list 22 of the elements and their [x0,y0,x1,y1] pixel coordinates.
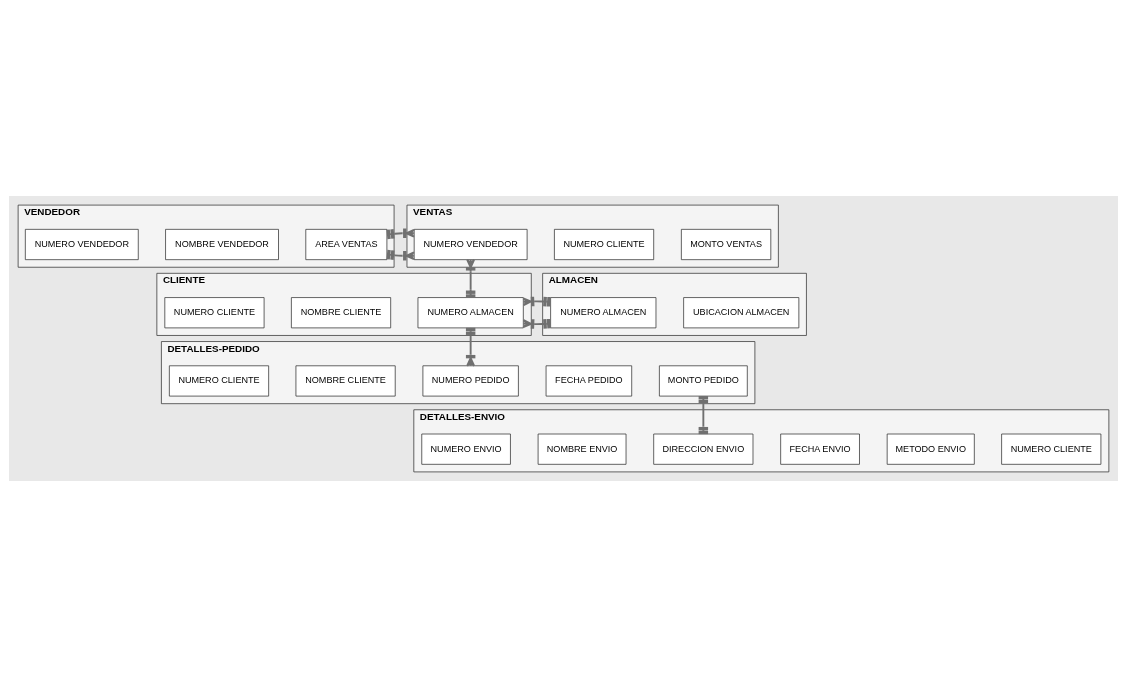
node-box: FECHA PEDIDO [545,364,633,396]
node-box: MONTO PEDIDO [659,364,748,396]
node-box: NUMERO CLIENTE [168,364,270,396]
node-box: AREA VENTAS [305,228,388,260]
node-box: NUMERO ENVIO [421,433,511,465]
node-box: NOMBRE ENVIO [537,433,627,465]
node-box: NOMBRE CLIENTE [295,364,396,396]
node-box: NUMERO CLIENTE [1001,433,1102,465]
node-box: NUMERO ALMACEN [417,296,524,328]
node-box: DIRECCION ENVIO [653,433,754,465]
node-box: NUMERO CLIENTE [164,296,265,328]
node-box: NUMERO PEDIDO [422,364,519,396]
node-box: MONTO VENTAS [681,228,772,260]
node-box: METODO ENVIO [886,433,975,465]
node-box: NUMERO ALMACEN [550,296,657,328]
node-box: NUMERO VENDEDOR [24,228,139,260]
node-box: FECHA ENVIO [780,433,860,465]
node-box: NUMERO VENDEDOR [413,228,528,260]
node-box: UBICACION ALMACEN [683,296,800,328]
node-box: NUMERO CLIENTE [554,228,655,260]
node-box: NOMBRE VENDEDOR [165,228,279,260]
node-box: NOMBRE CLIENTE [291,296,392,328]
